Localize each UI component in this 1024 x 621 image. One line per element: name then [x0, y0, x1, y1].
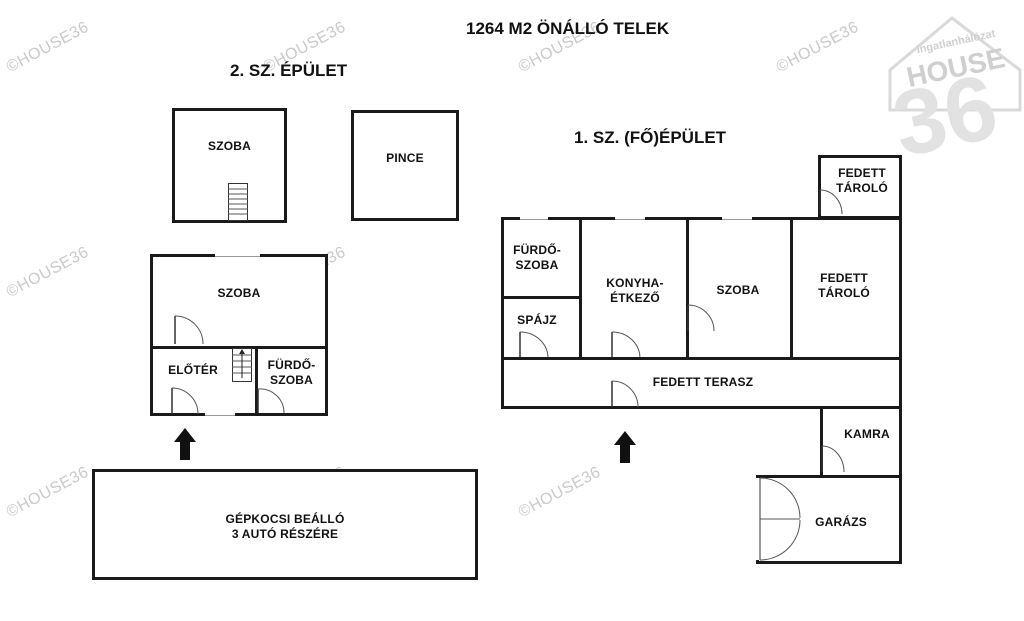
b1-covered-terrace-label: FEDETT TERASZ [652, 375, 754, 389]
house36-logo: ingatlanhálózat HOUSE 36 [880, 0, 1024, 190]
door-icon [257, 388, 285, 414]
door-icon [611, 331, 641, 359]
entrance-arrow-icon [614, 431, 636, 463]
b1-pantry-label: SPÁJZ [517, 313, 557, 327]
b1-covered-storage-small-label: FEDETT TÁROLÓ [836, 166, 888, 195]
window [615, 217, 645, 220]
door-icon [819, 189, 843, 215]
door-icon [174, 315, 204, 345]
window [722, 217, 752, 220]
b2-bathroom-label: FÜRDŐ- SZOBA [267, 358, 316, 387]
stairs-icon [228, 183, 248, 221]
b1-storeroom-label: KAMRA [844, 427, 890, 441]
door-icon [611, 380, 639, 408]
garage-door-icon [756, 477, 801, 561]
door-icon [519, 331, 549, 359]
building2-title: 2. SZ. ÉPÜLET [230, 61, 348, 80]
b1-covered-terrace [501, 357, 902, 409]
b1-kitchen-dining [579, 217, 689, 360]
b1-storeroom [820, 406, 902, 478]
door-icon [171, 387, 199, 415]
watermark: ©HOUSE36 [3, 463, 92, 522]
b2-upper-room [172, 108, 287, 223]
logo-number: 36 [884, 55, 1006, 177]
b2-main-room-label: SZOBA [217, 286, 261, 300]
watermark: ©HOUSE36 [515, 463, 604, 522]
b2-cellar [351, 110, 459, 221]
stairs-icon [232, 348, 252, 382]
b1-bathroom-label: FÜRDŐ- SZOBA [513, 243, 561, 272]
main-title: 1264 M2 ÖNÁLLÓ TELEK [466, 19, 670, 38]
parking-area [92, 469, 478, 580]
b1-garage-label: GARÁZS [815, 515, 867, 529]
b1-covered-storage-large-label: FEDETT TÁROLÓ [818, 271, 870, 300]
window [520, 217, 548, 220]
b1-kitchen-dining-label: KONYHA- ÉTKEZŐ [606, 276, 664, 305]
b2-upper-room-label: SZOBA [208, 139, 251, 153]
door-icon [821, 445, 845, 473]
watermark: ©HOUSE36 [3, 18, 92, 77]
b2-entrance-label: ELŐTÉR [168, 363, 218, 377]
parking-label: GÉPKOCSI BEÁLLÓ 3 AUTÓ RÉSZÉRE [225, 512, 345, 541]
building1-title: 1. SZ. (FŐ)ÉPÜLET [574, 128, 727, 147]
window [205, 413, 235, 416]
b1-room-label: SZOBA [716, 283, 760, 297]
door-icon [687, 304, 715, 332]
window [215, 254, 260, 257]
watermark: ©HOUSE36 [3, 243, 92, 302]
entrance-arrow-icon [174, 428, 196, 460]
watermark: ©HOUSE36 [773, 18, 862, 77]
b2-bathroom [255, 346, 328, 416]
b2-cellar-label: PINCE [386, 151, 424, 165]
b1-pantry [501, 296, 582, 360]
